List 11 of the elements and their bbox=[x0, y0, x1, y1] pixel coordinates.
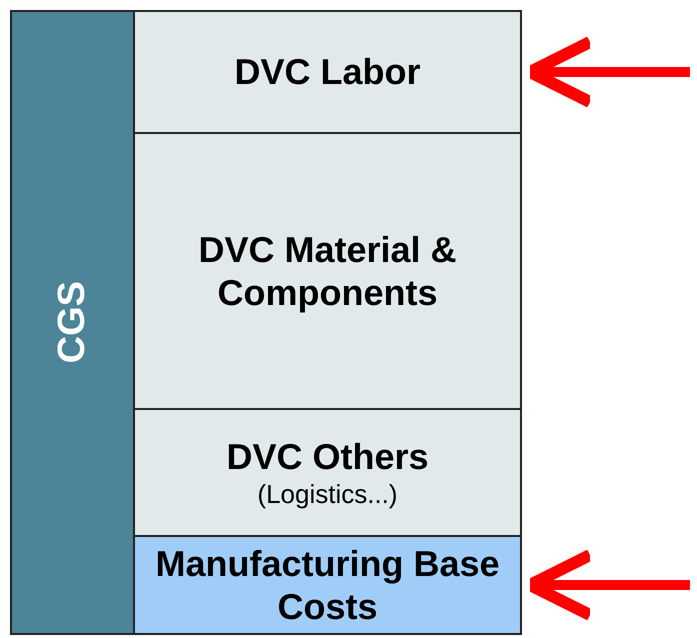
block-note: (Logistics...) bbox=[257, 478, 398, 510]
axis-title: CGS bbox=[51, 281, 94, 364]
block-title: DVC Others bbox=[226, 435, 429, 478]
side-bar bbox=[10, 10, 135, 635]
block-title: DVC Labor bbox=[234, 50, 420, 94]
highlighted-cost-block bbox=[133, 535, 522, 635]
block-title: Manufacturing Base Costs bbox=[154, 542, 501, 628]
cost-block bbox=[133, 10, 522, 134]
cost-block bbox=[133, 132, 522, 410]
block-title: DVC Material & Components bbox=[197, 228, 458, 314]
cost-block bbox=[133, 408, 522, 537]
